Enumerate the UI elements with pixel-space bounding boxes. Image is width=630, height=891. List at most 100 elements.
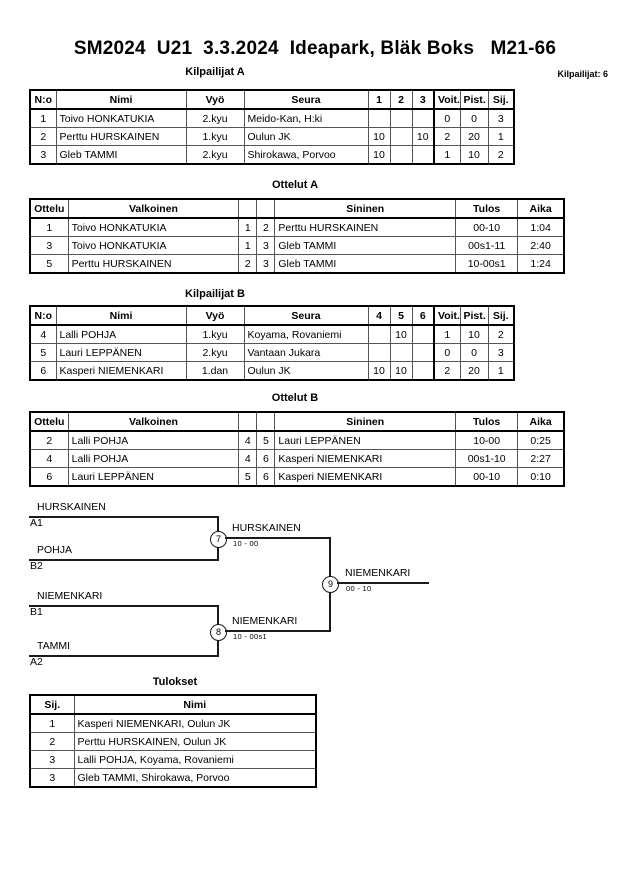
- table-header-row: Ottelu Valkoinen Sininen Tulos Aika: [29, 411, 565, 432]
- col-blue-no: [256, 411, 276, 432]
- match-score-1: 10: [367, 127, 391, 146]
- blue-player: Kasperi NIEMENKARI: [274, 449, 457, 468]
- blue-no: 2: [256, 217, 276, 237]
- col-white-no: [238, 411, 258, 432]
- pool-b-table: N:o Nimi Vyö Seura 4 5 6 Voit. Pist. Sij…: [29, 305, 515, 381]
- white-player: Toivo HONKATUKIA: [67, 236, 240, 255]
- competitor-club: Meido-Kan, H:ki: [243, 108, 369, 128]
- points: 0: [459, 108, 489, 128]
- col-no: N:o: [29, 305, 57, 326]
- col-pist: Pist.: [459, 89, 489, 110]
- col-nimi: Nimi: [55, 305, 187, 326]
- match-no: 2: [29, 430, 69, 450]
- match-score-1: [367, 343, 391, 362]
- bracket-semi-2-score: 10 - 00s1: [233, 632, 267, 641]
- match-result: 00s1-11: [455, 236, 519, 255]
- white-no: 1: [238, 236, 258, 255]
- col-ottelu: Ottelu: [29, 198, 69, 219]
- table-header-row: Ottelu Valkoinen Sininen Tulos Aika: [29, 198, 565, 219]
- col-no: N:o: [29, 89, 57, 110]
- bracket-seed-code-1: A1: [30, 517, 43, 529]
- match-time: 2:27: [517, 449, 565, 468]
- competitor-club: Koyama, Rovaniemi: [243, 324, 369, 344]
- col-vyo: Vyö: [185, 89, 245, 110]
- bracket-match-node-8: 8: [210, 624, 227, 641]
- competitor-club: Oulun JK: [243, 361, 369, 381]
- wins: 2: [433, 361, 461, 381]
- bracket-semi-1-score: 10 - 00: [233, 539, 259, 548]
- competitor-rank: 2.kyu: [185, 108, 245, 128]
- col-m6: 6: [411, 305, 435, 326]
- bracket-seed-name-2: POHJA: [37, 544, 73, 556]
- result-name: Gleb TAMMI, Shirokawa, Porvoo: [73, 768, 317, 788]
- result-placement: 3: [29, 750, 75, 769]
- blue-no: 6: [256, 467, 276, 487]
- col-nimi: Nimi: [55, 89, 187, 110]
- match-score-2: [389, 127, 413, 146]
- match-result: 00s1-10: [455, 449, 519, 468]
- table-header-row: N:o Nimi Vyö Seura 1 2 3 Voit. Pist. Sij…: [29, 89, 515, 110]
- match-no: 4: [29, 449, 69, 468]
- wins: 1: [433, 324, 461, 344]
- placement: 1: [487, 361, 515, 381]
- white-no: 4: [238, 430, 258, 450]
- col-sininen: Sininen: [274, 411, 457, 432]
- match-time: 1:24: [517, 254, 565, 274]
- competitor-name: Toivo HONKATUKIA: [55, 108, 187, 128]
- competitor-club: Shirokawa, Porvoo: [243, 145, 369, 165]
- bracket-final-winner: NIEMENKARI: [345, 567, 411, 579]
- bracket-seed-code-2: B2: [30, 560, 43, 572]
- bracket-line-seed-4: [29, 655, 219, 657]
- competitor-no: 1: [29, 108, 57, 128]
- blue-player: Kasperi NIEMENKARI: [274, 467, 457, 487]
- col-sij: Sij.: [487, 305, 515, 326]
- match-score-1: 10: [367, 361, 391, 381]
- col-aika: Aika: [517, 198, 565, 219]
- match-score-3: [411, 343, 435, 362]
- competitor-name: Kasperi NIEMENKARI: [55, 361, 187, 381]
- match-score-1: 10: [367, 145, 391, 165]
- result-name: Lalli POHJA, Koyama, Rovaniemi: [73, 750, 317, 769]
- bracket-semi-1-winner: HURSKAINEN: [232, 522, 301, 534]
- match-no: 5: [29, 254, 69, 274]
- col-ottelu: Ottelu: [29, 411, 69, 432]
- match-result: 00-10: [455, 467, 519, 487]
- bracket-seed-name-3: NIEMENKARI: [37, 590, 103, 602]
- col-valkoinen: Valkoinen: [67, 411, 240, 432]
- wins: 2: [433, 127, 461, 146]
- competitor-rank: 2.kyu: [185, 343, 245, 362]
- col-m4: 4: [367, 305, 391, 326]
- white-no: 4: [238, 449, 258, 468]
- col-sininen: Sininen: [274, 198, 457, 219]
- points: 20: [459, 361, 489, 381]
- match-score-2: 10: [389, 324, 413, 344]
- match-score-2: 10: [389, 361, 413, 381]
- col-tulos: Tulos: [455, 198, 519, 219]
- match-score-1: [367, 108, 391, 128]
- placement: 3: [487, 108, 515, 128]
- col-m5: 5: [389, 305, 413, 326]
- match-no: 1: [29, 217, 69, 237]
- col-blue-no: [256, 198, 276, 219]
- placement: 3: [487, 343, 515, 362]
- section-title-matches-a: Ottelut A: [271, 179, 319, 191]
- bracket-final-score: 00 - 10: [346, 584, 372, 593]
- blue-no: 5: [256, 430, 276, 450]
- blue-player: Lauri LEPPÄNEN: [274, 430, 457, 450]
- blue-no: 3: [256, 236, 276, 255]
- col-seura: Seura: [243, 305, 369, 326]
- competitor-club: Oulun JK: [243, 127, 369, 146]
- result-name: Kasperi NIEMENKARI, Oulun JK: [73, 713, 317, 733]
- col-white-no: [238, 198, 258, 219]
- competitor-no: 4: [29, 324, 57, 344]
- wins: 0: [433, 108, 461, 128]
- bracket-match-node-7: 7: [210, 531, 227, 548]
- bracket-seed-code-3: B1: [30, 606, 43, 618]
- match-score-2: [389, 145, 413, 165]
